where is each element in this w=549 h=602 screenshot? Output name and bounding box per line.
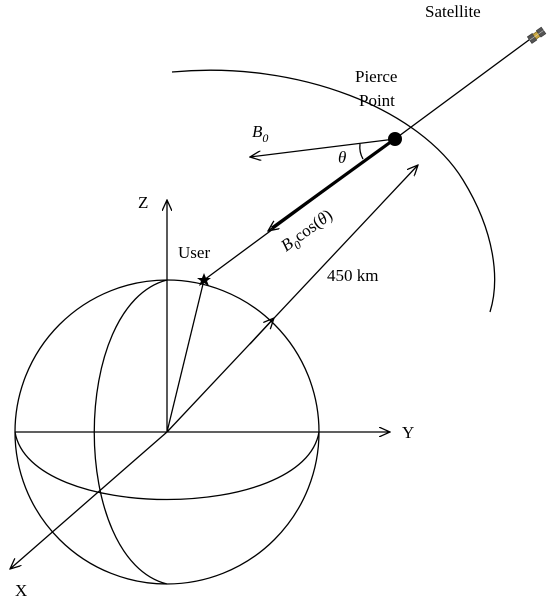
ionosphere-shell-arc [171, 69, 496, 313]
user-label: User [178, 243, 210, 262]
user-star-icon [197, 273, 211, 286]
pierce-point-dot [388, 132, 402, 146]
b0-vector-label: B0 [252, 122, 268, 145]
height-dimension-line [166, 165, 418, 433]
satellite-label: Satellite [425, 2, 481, 21]
height-dimension-arrow-lower [249, 318, 274, 345]
pierce-point-label-line2: Point [359, 91, 395, 110]
x-axis [10, 431, 168, 569]
theta-arc [359, 143, 364, 160]
z-axis-label: Z [138, 193, 148, 212]
b0-vector [250, 138, 396, 157]
y-axis-label: Y [402, 423, 414, 442]
satellite-icon [526, 26, 547, 44]
x-axis-label: X [15, 581, 27, 600]
user-radius [166, 279, 205, 433]
pierce-point-label-line1: Pierce [355, 67, 397, 86]
projection-label: B0cos(θ) [277, 205, 338, 258]
theta-label: θ [338, 148, 346, 167]
height-label: 450 km [327, 266, 378, 285]
projection-arrowhead [268, 207, 301, 231]
equator-ellipse [14, 431, 320, 501]
